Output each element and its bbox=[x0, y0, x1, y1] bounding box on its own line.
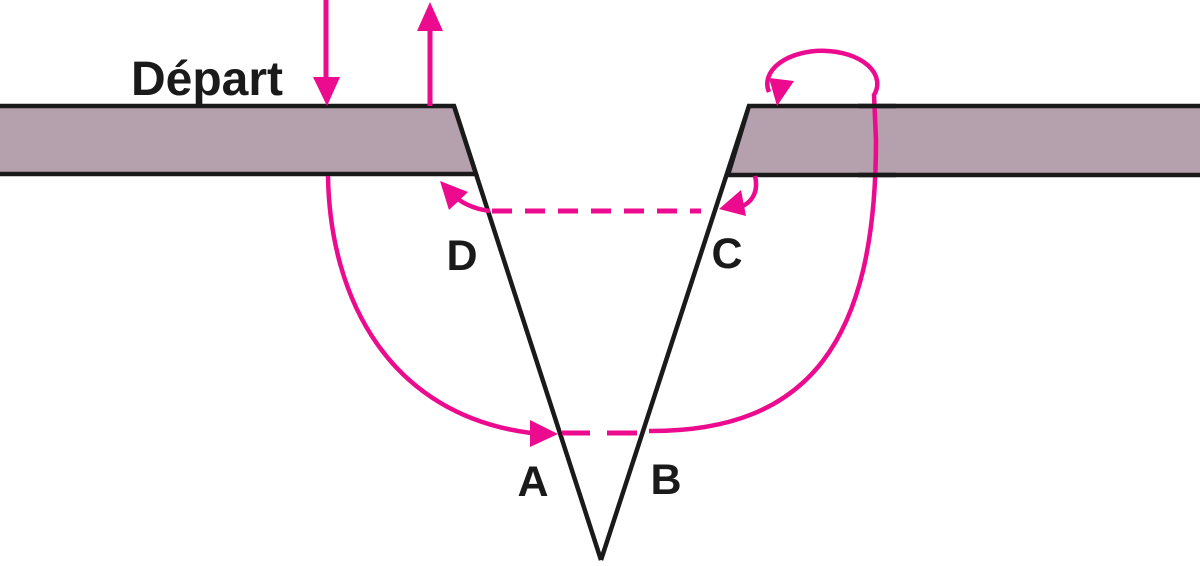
exit-arrowhead-up-icon bbox=[417, 2, 443, 31]
v-groove-edges bbox=[451, 105, 752, 561]
v-groove-left-edge bbox=[451, 105, 604, 561]
labels: Départ D C A B bbox=[131, 53, 743, 506]
plate-edge-overlaps bbox=[858, 103, 896, 178]
plate-right bbox=[724, 103, 1200, 178]
plates bbox=[0, 103, 1200, 178]
arrowhead-at-a-icon bbox=[530, 420, 558, 447]
beam-arc-left bbox=[325, 175, 532, 436]
beam-arc-right-with-loop bbox=[648, 48, 880, 434]
v-groove-right-edge bbox=[598, 105, 752, 561]
point-label-c: C bbox=[711, 230, 742, 278]
point-label-d: D bbox=[446, 232, 477, 280]
depart-label: Départ bbox=[131, 53, 283, 106]
point-label-a: A bbox=[517, 458, 548, 506]
arrowhead-at-c-icon bbox=[719, 190, 746, 216]
entry-arrowhead-down-icon bbox=[313, 77, 340, 106]
point-label-b: B bbox=[650, 456, 681, 504]
arrowheads bbox=[313, 2, 794, 447]
plates-fill-group bbox=[0, 103, 1200, 178]
probe-path-annotations bbox=[313, 0, 880, 447]
arrowhead-at-d-icon bbox=[440, 181, 468, 210]
plate-left bbox=[0, 103, 480, 177]
loop-arrowhead-icon bbox=[769, 78, 794, 106]
